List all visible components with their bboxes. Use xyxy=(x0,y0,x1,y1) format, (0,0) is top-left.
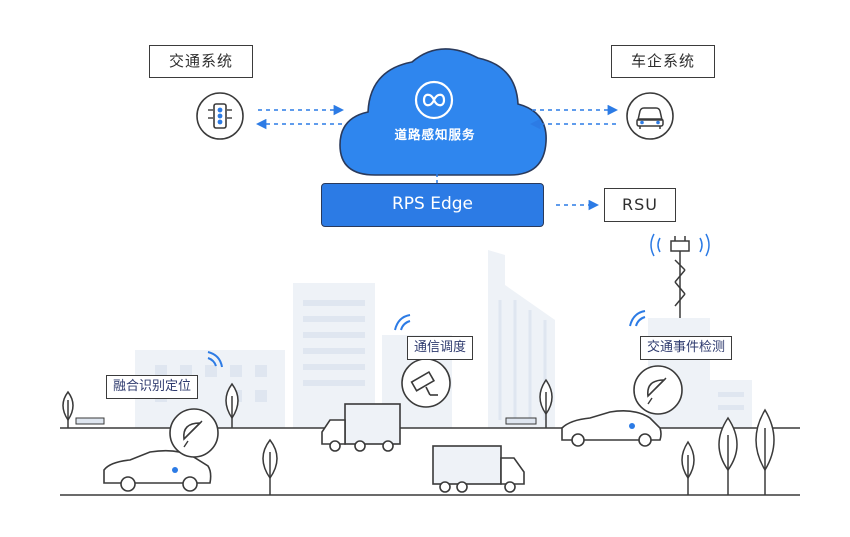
car-left xyxy=(103,449,212,492)
car-front-icon xyxy=(626,92,674,140)
car-right xyxy=(561,410,662,447)
traffic-system-label: 交通系统 xyxy=(149,45,253,78)
truck-bottom xyxy=(432,445,525,493)
wifi-signal-icons xyxy=(207,310,646,368)
rps-edge-box: RPS Edge xyxy=(321,183,544,227)
automaker-system-label: 车企系统 xyxy=(611,45,715,78)
infinity-icon xyxy=(414,80,454,120)
camera-icon xyxy=(401,358,451,408)
callout-fusion: 融合识别定位 xyxy=(106,375,199,399)
callout-comms: 通信调度 xyxy=(407,336,474,360)
satellite-dish-icon-right xyxy=(633,365,683,415)
callout-event: 交通事件检测 xyxy=(640,336,733,360)
traffic-light-icon xyxy=(196,92,244,140)
truck-mid xyxy=(321,403,401,452)
satellite-dish-icon-left xyxy=(169,408,219,458)
cloud-title: 道路感知服务 xyxy=(394,127,476,142)
rsu-label: RSU xyxy=(604,188,676,222)
cloud-service xyxy=(339,48,547,176)
trees xyxy=(62,378,775,495)
connectors xyxy=(255,104,619,211)
benches xyxy=(75,417,537,425)
antenna-tower-icon xyxy=(650,233,710,318)
